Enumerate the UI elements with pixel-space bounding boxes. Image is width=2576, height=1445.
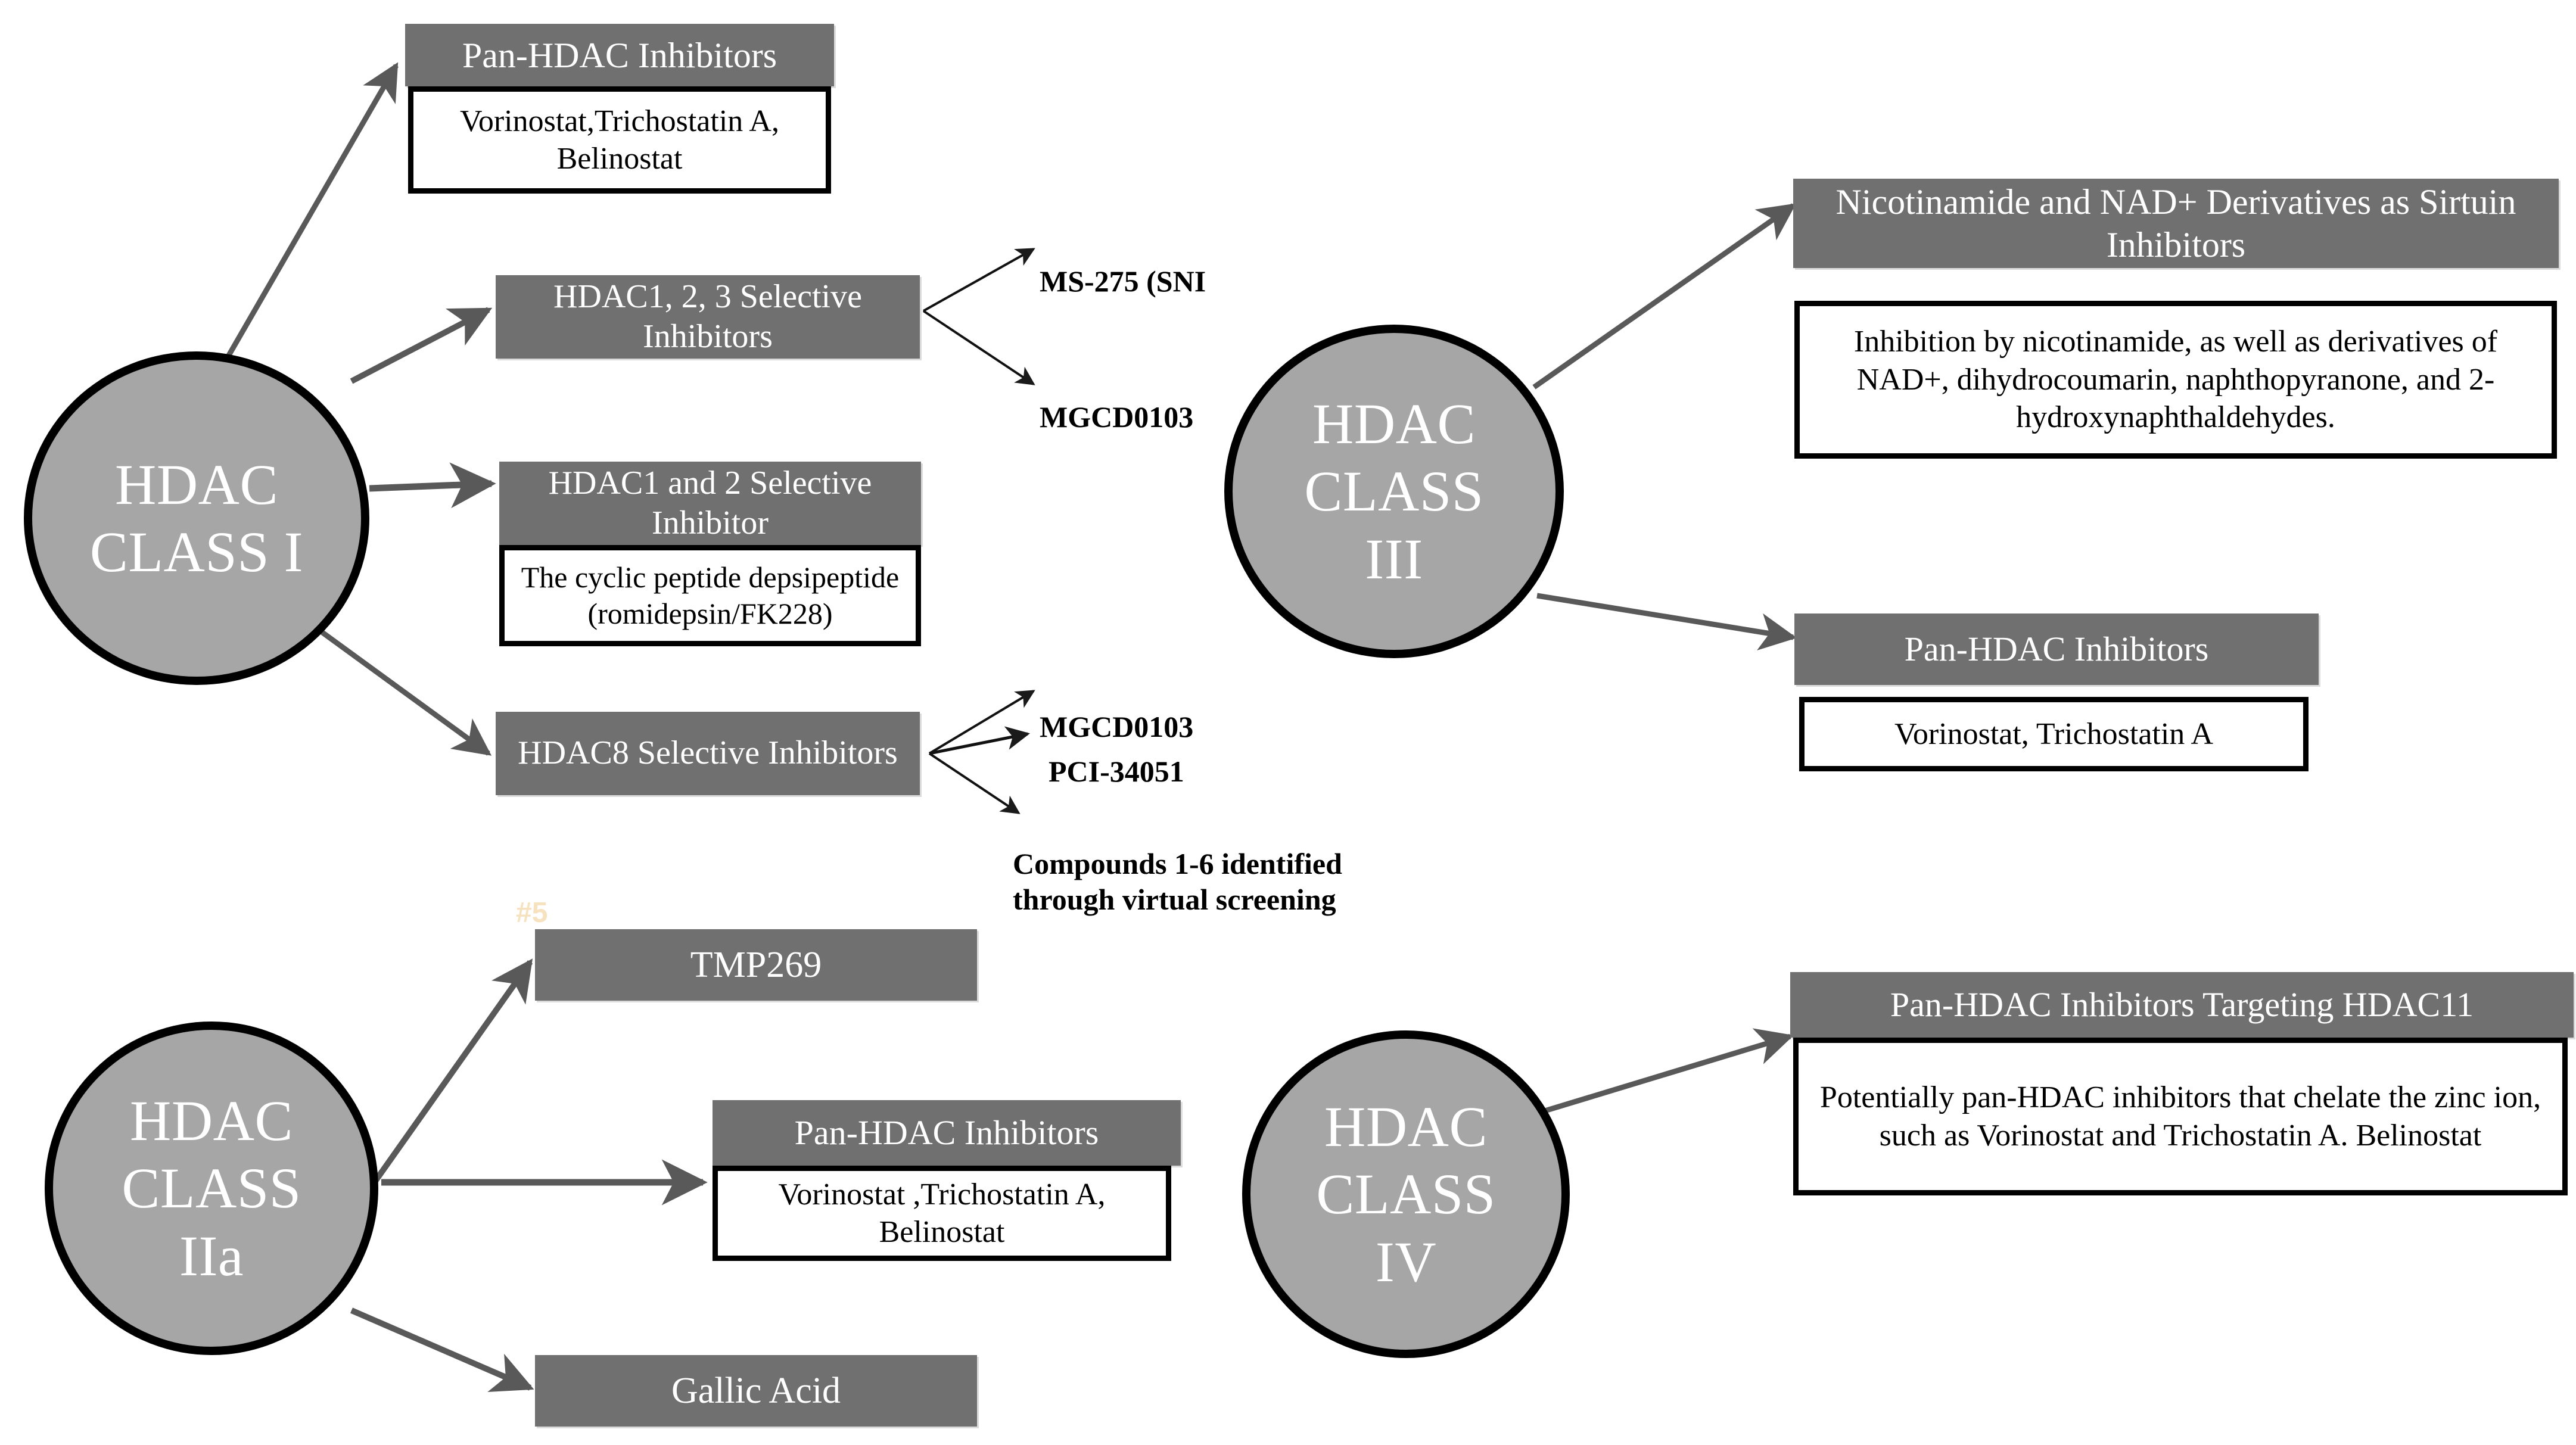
body-class2a-pan-hdac: Vorinostat ,Trichostatin A, Belinostat [713,1166,1171,1261]
edge-class3-to-sirtuin [1532,203,1797,390]
header-gallic-acid[interactable]: Gallic Acid [535,1355,977,1427]
header-class3-pan-hdac[interactable]: Pan-HDAC Inhibitors [1794,613,2319,685]
node-hdac-class-iii[interactable]: HDAC CLASS III [1224,325,1564,658]
annotation-marker-5: #5 [516,896,547,929]
header-hdac123-label: HDAC1, 2, 3 Selective Inhibitors [553,278,862,355]
edge-class1-to-hdac123 [350,307,493,384]
node-hdac-class-i-label: HDAC CLASS I [89,452,304,584]
header-hdac123[interactable]: HDAC1, 2, 3 Selective Inhibitors [496,275,920,359]
body-class2a-pan-hdac-text: Vorinostat ,Trichostatin A, Belinostat [778,1177,1106,1249]
leaf-pci34051-label: PCI-34051 [1049,755,1184,788]
node-hdac-class-iii-label: HDAC CLASS III [1304,392,1484,591]
leaf-ms275: MS-275 (SNI [1040,228,1206,299]
leaf-pci34051: PCI-34051 [1049,718,1184,789]
edge-class1-to-hdac12 [369,462,496,509]
edge-class2a-to-gallic [350,1307,534,1393]
edge-hdac123-to-mgcd0103 [922,310,1035,385]
header-tmp269[interactable]: TMP269 [535,929,977,1001]
body-hdac11: Potentially pan-HDAC inhibitors that che… [1793,1038,2568,1195]
header-hdac12[interactable]: HDAC1 and 2 Selective Inhibitor [499,462,921,545]
header-sirtuin-inhibitors[interactable]: Nicotinamide and NAD+ Derivatives as Sir… [1793,179,2559,268]
header-class1-pan-hdac[interactable]: Pan-HDAC Inhibitors [405,24,834,86]
header-hdac11[interactable]: Pan-HDAC Inhibitors Targeting HDAC11 [1790,972,2574,1038]
leaf-ms275-label: MS-275 (SNI [1040,264,1206,298]
leaf-mgcd0103-b: MGCD0103 [1040,673,1193,745]
header-class1-pan-hdac-label: Pan-HDAC Inhibitors [462,35,777,75]
body-hdac11-text: Potentially pan-HDAC inhibitors that che… [1819,1080,2541,1153]
edge-class4-to-hdac11 [1524,1028,1794,1120]
header-gallic-acid-label: Gallic Acid [671,1370,841,1411]
node-hdac-class-i[interactable]: HDAC CLASS I [24,351,369,685]
edge-hdac8-to-compounds [928,752,1021,814]
edge-hdac123-to-ms275 [923,248,1035,312]
leaf-compounds-virtual-screening-label: Compounds 1-6 identified through virtual… [1013,847,1342,916]
node-hdac-class-iv-label: HDAC CLASS IV [1316,1095,1496,1294]
body-hdac12-text: The cyclic peptide depsipeptide (romidep… [521,560,900,630]
body-hdac12: The cyclic peptide depsipeptide (romidep… [499,545,921,646]
edge-hdac8-to-pci34051 [929,726,1030,755]
node-hdac-class-iia-label: HDAC CLASS IIa [122,1089,301,1288]
node-hdac-class-iia[interactable]: HDAC CLASS IIa [45,1022,378,1355]
body-sirtuin-inhibitors: Inhibition by nicotinamide, as well as d… [1794,301,2557,459]
leaf-mgcd0103-a-label: MGCD0103 [1040,400,1194,434]
header-sirtuin-inhibitors-label: Nicotinamide and NAD+ Derivatives as Sir… [1835,182,2516,264]
leaf-mgcd0103-b-label: MGCD0103 [1040,710,1194,743]
node-hdac-class-iv[interactable]: HDAC CLASS IV [1242,1030,1570,1358]
leaf-compounds-virtual-screening: Compounds 1-6 identified through virtual… [1013,810,1342,917]
header-class2a-pan-hdac-label: Pan-HDAC Inhibitors [794,1113,1099,1153]
leaf-mgcd0103-a: MGCD0103 [1040,363,1193,435]
header-hdac8-label: HDAC8 Selective Inhibitors [518,734,898,772]
edge-class2a-to-tmp269 [369,958,533,1187]
body-class1-pan-hdac: Vorinostat,Trichostatin A, Belinostat [408,86,831,194]
header-class2a-pan-hdac[interactable]: Pan-HDAC Inhibitors [713,1100,1181,1166]
header-hdac8[interactable]: HDAC8 Selective Inhibitors [496,712,920,795]
header-class3-pan-hdac-label: Pan-HDAC Inhibitors [1904,630,2209,669]
body-class3-pan-hdac: Vorinostat, Trichostatin A [1799,697,2309,771]
header-hdac12-label: HDAC1 and 2 Selective Inhibitor [548,464,872,541]
edge-hdac8-to-mgcd0103 [928,690,1035,755]
body-sirtuin-inhibitors-text: Inhibition by nicotinamide, as well as d… [1853,325,2498,435]
body-class3-pan-hdac-text: Vorinostat, Trichostatin A [1894,717,2213,751]
header-hdac11-label: Pan-HDAC Inhibitors Targeting HDAC11 [1890,985,2474,1024]
edge-class3-to-panhdac [1536,593,1797,650]
body-class1-pan-hdac-text: Vorinostat,Trichostatin A, Belinostat [460,104,779,176]
annotation-marker-5-label: #5 [516,897,548,929]
header-tmp269-label: TMP269 [690,944,822,985]
